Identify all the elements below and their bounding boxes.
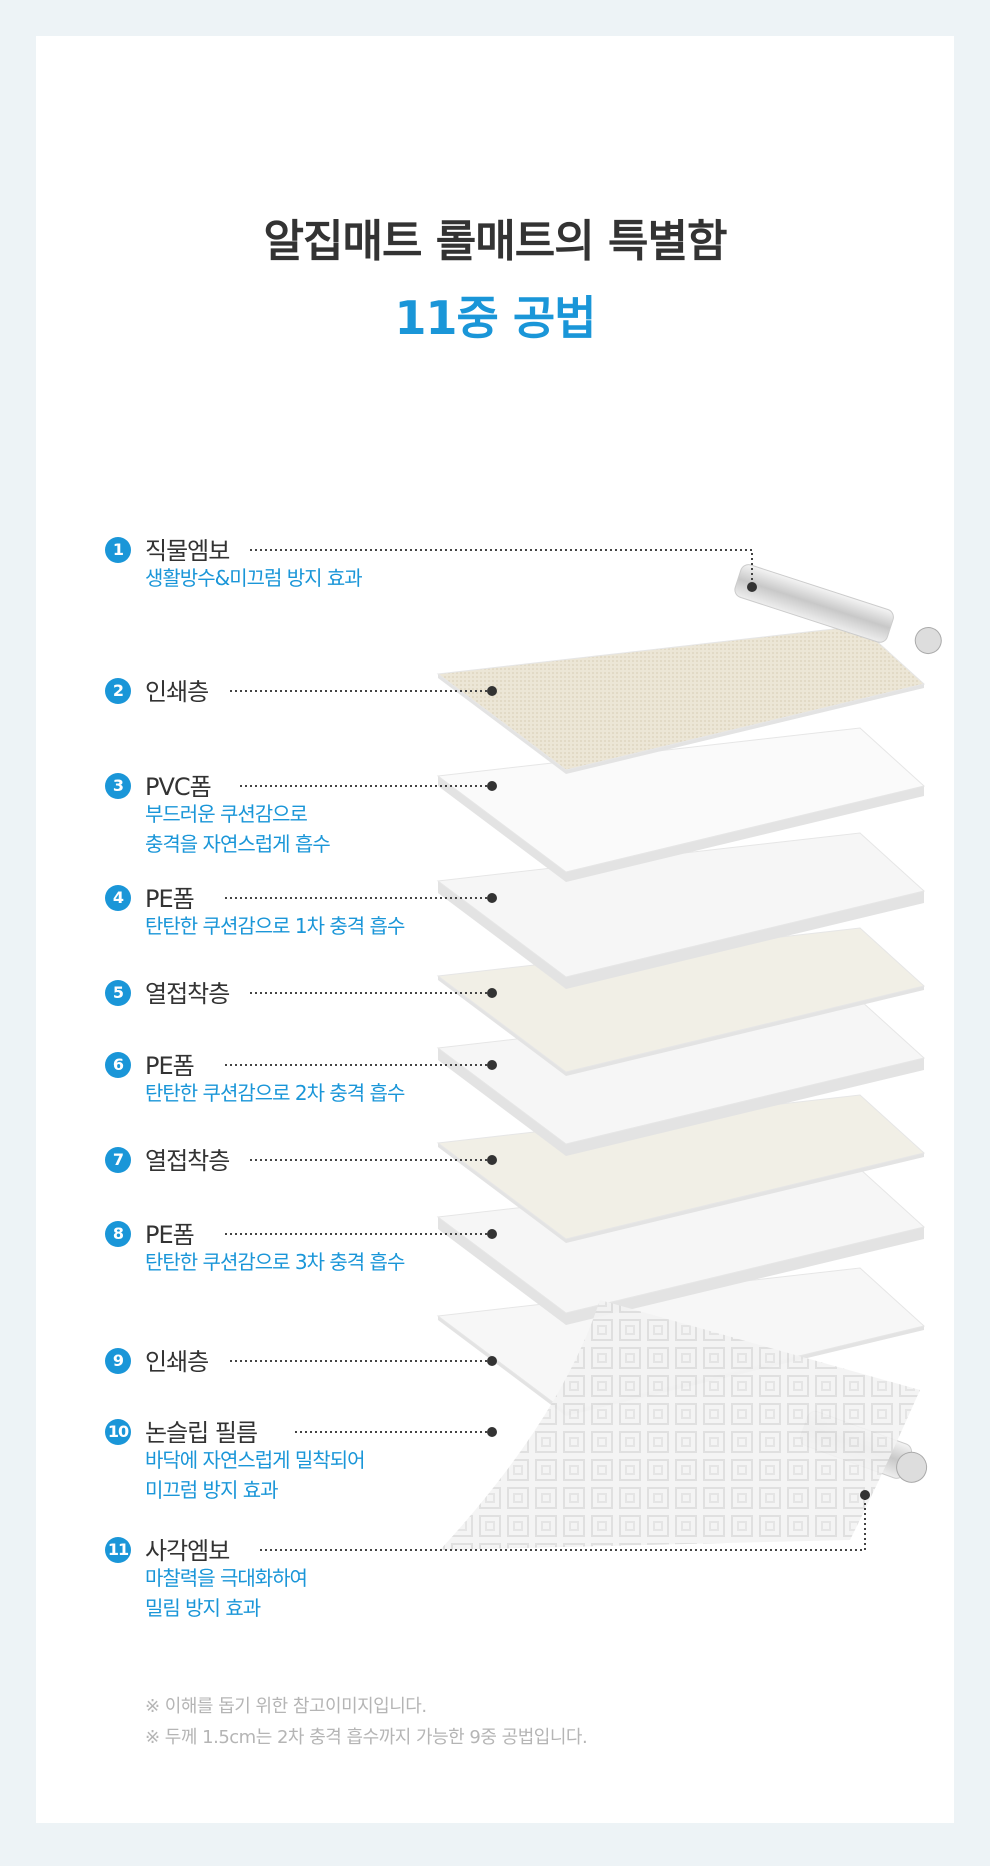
layer-name: 사각엠보 [145, 1537, 230, 1565]
layer-name: 인쇄층 [145, 678, 209, 706]
leader-dot [487, 1427, 497, 1437]
number-badge: 10 [105, 1419, 131, 1445]
layer-name: PE폼 [145, 1221, 195, 1249]
layer-name: 열접착층 [145, 980, 230, 1008]
layer-description: 마찰력을 극대화하여 [145, 1566, 308, 1590]
leader-dot [487, 988, 497, 998]
layer-description: 부드러운 쿠션감으로 [145, 802, 308, 826]
leader-dot [487, 686, 497, 696]
note-2: ※ 두께 1.5cm는 2차 충격 흡수까지 가능한 9중 공법입니다. [145, 1727, 588, 1748]
layer-description: 충격을 자연스럽게 흡수 [145, 832, 331, 856]
leader-dot [860, 1490, 870, 1500]
number-badge: 2 [105, 678, 131, 704]
number-badge: 3 [105, 773, 131, 799]
layer-description: 밀림 방지 효과 [145, 1596, 261, 1620]
square-emboss-layer [440, 1300, 920, 1550]
top-roller [734, 564, 942, 655]
leader-dot [487, 893, 497, 903]
layer-description: 바닥에 자연스럽게 밀착되어 [145, 1448, 366, 1472]
layer-name: PE폼 [145, 1052, 195, 1080]
layer-name: 인쇄층 [145, 1348, 209, 1376]
layer-name: PE폼 [145, 885, 195, 913]
layer-name: 열접착층 [145, 1147, 230, 1175]
page-subtitle: 11중 공법 [394, 291, 597, 345]
leader-dot [487, 1155, 497, 1165]
number-badge: 6 [105, 1052, 131, 1078]
number-badge: 11 [105, 1537, 131, 1563]
layer-description: 미끄럼 방지 효과 [145, 1478, 279, 1502]
layer-description: 탄탄한 쿠션감으로 3차 충격 흡수 [145, 1250, 405, 1274]
leader-dot [747, 582, 757, 592]
number-badge: 7 [105, 1147, 131, 1173]
layer-name: 논슬립 필름 [145, 1419, 258, 1447]
number-badge: 4 [105, 885, 131, 911]
note-1: ※ 이해를 돕기 위한 참고이미지입니다. [145, 1696, 427, 1717]
mat-layer [436, 625, 926, 774]
layer-description: 생활방수&미끄럼 방지 효과 [145, 566, 363, 590]
leader-line [260, 1495, 866, 1551]
leader-dot [487, 1060, 497, 1070]
layer-name: PVC폼 [145, 773, 212, 801]
leader-dot [487, 1229, 497, 1239]
number-badge: 1 [105, 537, 131, 563]
number-badge: 9 [105, 1348, 131, 1374]
layer-description: 탄탄한 쿠션감으로 2차 충격 흡수 [145, 1081, 405, 1105]
number-badge: 8 [105, 1221, 131, 1247]
layer-name: 직물엠보 [145, 537, 230, 565]
layer-description: 탄탄한 쿠션감으로 1차 충격 흡수 [145, 914, 405, 938]
leader-dot [487, 781, 497, 791]
number-badge: 5 [105, 980, 131, 1006]
leader-line [250, 549, 753, 587]
leader-dot [487, 1356, 497, 1366]
page-title: 알집매트 롤매트의 특별함 [263, 216, 728, 267]
leader-lines [225, 549, 870, 1551]
